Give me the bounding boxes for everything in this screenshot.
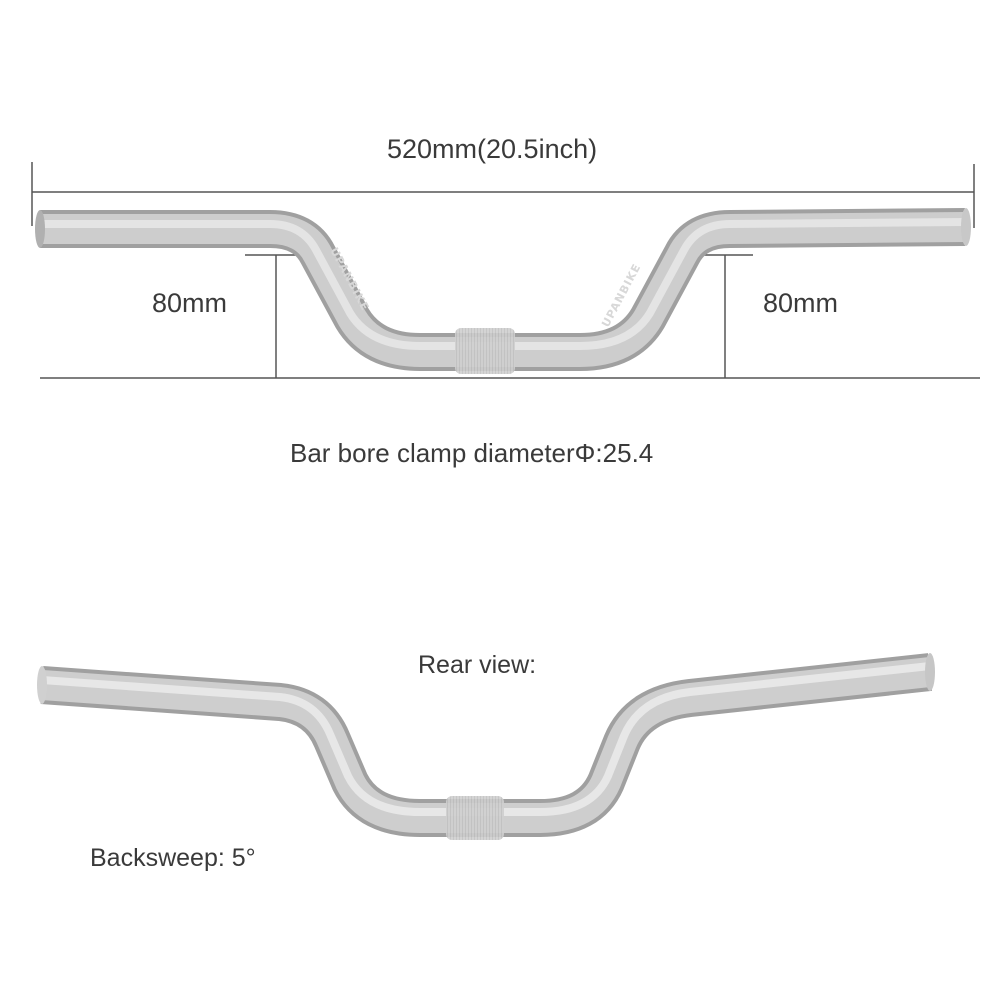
handlebar-front-view: UPANBIKE UPANBIKE [35,208,971,374]
clamp-knurl-rear [446,796,504,840]
clamp-diameter-label: Bar bore clamp diameterΦ:25.4 [290,438,654,468]
rise-dimension-left [245,254,296,378]
clamp-knurl-front [455,328,515,374]
width-label: 520mm(20.5inch) [387,134,598,164]
rise-dimension-right [694,254,753,378]
rear-view-title: Rear view: [418,651,537,679]
rise-label-left: 80mm [152,288,228,318]
rise-label-right: 80mm [763,288,839,318]
width-dimension [31,162,975,228]
backsweep-label: Backsweep: 5° [90,844,256,872]
handlebar-rear-view [37,653,935,840]
